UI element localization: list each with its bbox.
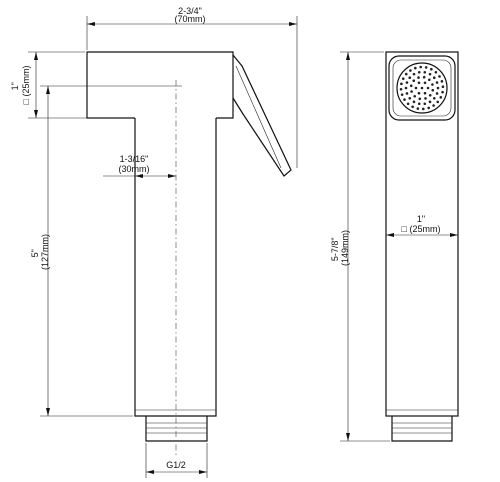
spray-hole — [428, 72, 432, 76]
spray-hole — [410, 90, 413, 93]
spray-hole — [418, 97, 422, 101]
spray-hole — [409, 84, 413, 88]
spray-hole — [424, 97, 427, 100]
spray-face-ring — [396, 62, 448, 114]
spray-hole — [412, 79, 416, 83]
thread-label: G1/2 — [166, 460, 186, 470]
spray-hole — [428, 93, 432, 97]
spray-hole — [416, 107, 420, 110]
arrow-icon — [34, 110, 38, 118]
spray-hole — [417, 70, 421, 74]
arrow-icon — [346, 52, 350, 60]
side-view: 2-3/4" (70mm) 1" □ (25mm) 1-3/16" (30mm)… — [10, 6, 298, 478]
spray-hole — [405, 81, 409, 84]
spray-hole — [400, 93, 404, 96]
spray-hole — [406, 102, 410, 106]
arrow-icon — [135, 174, 143, 178]
spray-hole — [412, 72, 416, 76]
spray-hole — [427, 106, 430, 110]
spray-hole — [441, 85, 445, 88]
spray-hole — [417, 91, 421, 95]
spray-hole — [400, 82, 403, 86]
spray-hole — [432, 96, 436, 100]
arrow-icon — [34, 52, 38, 60]
spray-hole — [401, 77, 405, 80]
spray-hole — [440, 80, 444, 83]
arrow-icon — [346, 433, 350, 441]
arrow-icon — [146, 470, 154, 474]
spray-hole — [430, 67, 433, 71]
spray-hole — [435, 81, 439, 84]
arrow-icon — [87, 22, 95, 26]
spray-hole — [408, 76, 412, 80]
spray-hole — [405, 92, 409, 95]
trigger-lever — [232, 54, 292, 177]
arrow-icon — [46, 86, 50, 94]
square-section-metric: □ (25mm) — [402, 224, 441, 234]
arrow-icon — [46, 408, 50, 416]
head-height-label: 1" □ (25mm) — [10, 66, 31, 105]
overall-length-label: 5-7/8" (149mm) — [330, 230, 350, 266]
spray-holes — [399, 65, 445, 111]
handle-outline — [134, 118, 217, 417]
spray-hole — [436, 100, 440, 104]
spray-hole — [409, 69, 412, 72]
front-body-outline — [385, 51, 459, 417]
spray-hole — [408, 96, 412, 100]
spray-hole — [438, 75, 441, 78]
front-view: 5-7/8" (149mm) 1" □ (25mm) — [330, 51, 459, 442]
spray-hole — [414, 86, 418, 90]
spray-hole — [404, 86, 408, 90]
spray-hole — [412, 100, 416, 104]
spray-hole — [422, 75, 426, 79]
spray-hole — [428, 100, 432, 104]
spray-hole — [424, 66, 428, 69]
spray-hole — [441, 90, 444, 94]
spray-hole — [403, 98, 406, 101]
spray-hole — [435, 92, 439, 95]
spray-hole — [417, 102, 421, 106]
spray-hole — [417, 81, 421, 85]
body-length-label: 5" (127mm) — [30, 234, 50, 270]
spray-hole — [439, 96, 443, 99]
spray-hole — [431, 83, 434, 86]
spray-hole — [423, 81, 427, 85]
overall-width-imperial: 2-3/4" — [178, 6, 202, 16]
arrow-icon — [386, 233, 394, 237]
spray-hole — [426, 86, 430, 90]
spray-face-outer — [388, 55, 456, 121]
spray-hole — [399, 88, 403, 91]
handle-offset-imperial: 1-3/16" — [120, 154, 149, 164]
spray-hole — [431, 88, 435, 92]
spray-hole — [414, 66, 417, 70]
spray-hole — [419, 65, 423, 69]
spray-face-inner — [392, 59, 452, 117]
spray-hole — [411, 105, 414, 109]
spray-hole — [432, 104, 435, 107]
overall-width-metric: (70mm) — [175, 14, 206, 24]
spray-hole — [420, 86, 424, 90]
thread-connector — [145, 416, 208, 442]
arrow-icon — [289, 22, 297, 26]
spray-hole — [436, 86, 440, 90]
spray-hole — [423, 102, 427, 106]
spray-hole — [423, 91, 427, 95]
spray-hole — [423, 70, 427, 74]
arrow-icon — [199, 470, 207, 474]
spray-hole — [422, 107, 425, 111]
square-section-imperial: 1" — [417, 214, 425, 224]
arrow-icon — [450, 233, 458, 237]
spray-hole — [432, 76, 436, 80]
spray-hole — [434, 70, 438, 74]
trigger-lever-inner — [235, 65, 282, 169]
spray-hole — [427, 78, 431, 82]
front-thread-connector — [391, 416, 453, 442]
spray-head-outline — [86, 51, 234, 119]
spray-hole — [417, 76, 420, 79]
spray-hole — [413, 94, 417, 98]
arrow-icon — [168, 174, 176, 178]
handle-offset-metric: (30mm) — [119, 164, 150, 174]
spray-hole — [404, 72, 408, 76]
